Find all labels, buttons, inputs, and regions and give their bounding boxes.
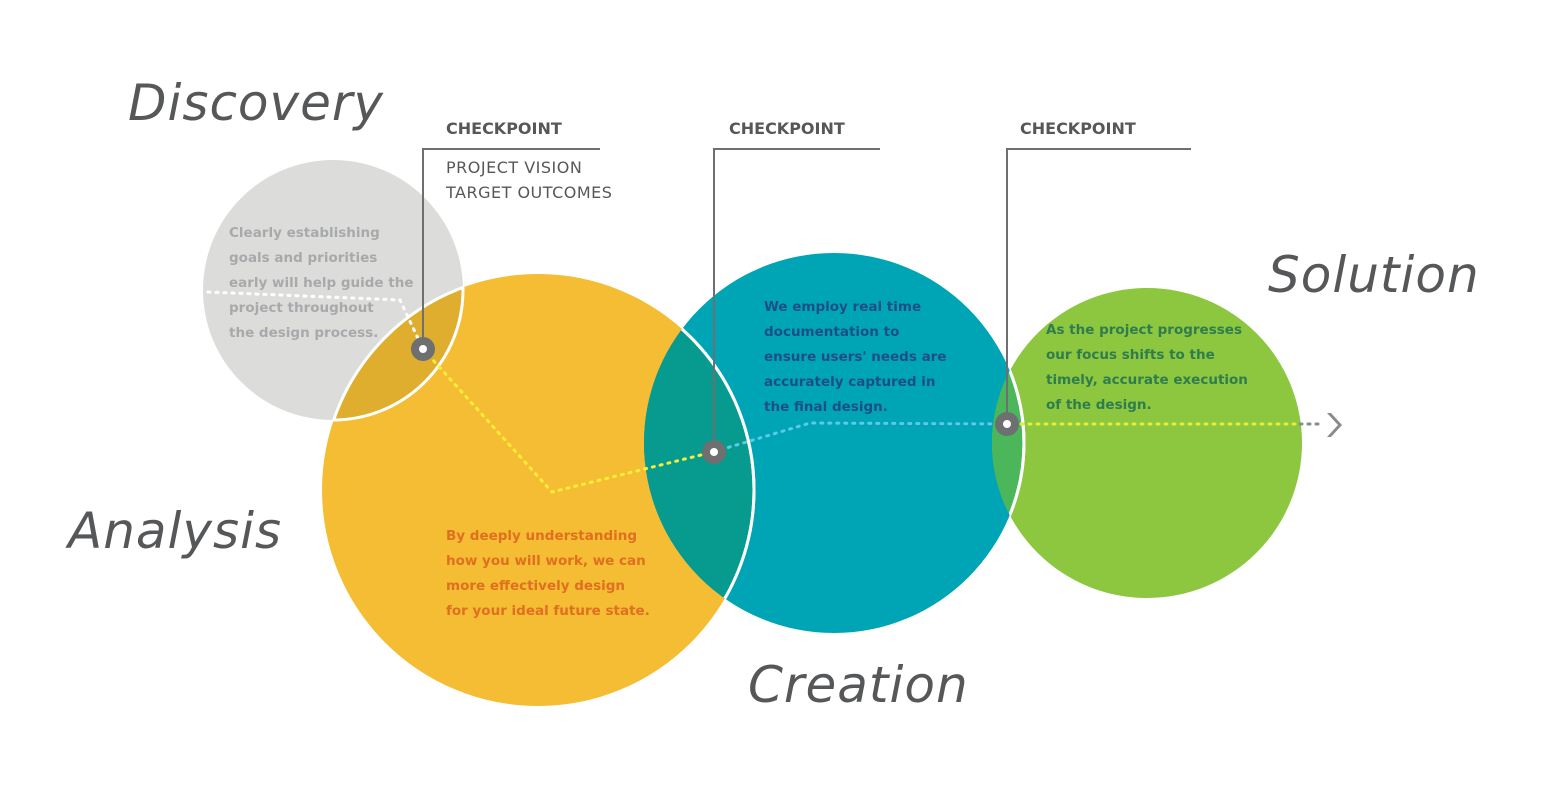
solution-circle bbox=[992, 288, 1302, 598]
journey-path-3 bbox=[711, 421, 1007, 454]
checkpoint-1-item: PROJECT VISION bbox=[446, 158, 582, 177]
solution-description-line: timely, accurate execution bbox=[1046, 372, 1248, 388]
phase-title-analysis: Analysis bbox=[65, 502, 282, 560]
analysis-description-line: for your ideal future state. bbox=[446, 603, 650, 619]
journey-path-2 bbox=[421, 347, 715, 494]
phase-title-creation: Creation bbox=[748, 656, 969, 714]
discovery-description-line: early will help guide the bbox=[229, 275, 414, 291]
checkpoint-1-item: TARGET OUTCOMES bbox=[445, 183, 612, 202]
checkpoint-1-title: CHECKPOINT bbox=[446, 119, 562, 138]
analysis-description-line: By deeply understanding bbox=[446, 528, 637, 544]
checkpoint-1-leader bbox=[422, 148, 600, 349]
creation-description-line: ensure users' needs are bbox=[764, 349, 947, 365]
creation-description-line: the final design. bbox=[764, 399, 888, 415]
discovery-description-line: Clearly establishing bbox=[229, 225, 380, 241]
creation-description-line: We employ real time bbox=[764, 299, 921, 315]
phase-title-solution: Solution bbox=[1268, 246, 1480, 304]
analysis-description-line: how you will work, we can bbox=[446, 553, 646, 569]
solution-description-line: As the project progresses bbox=[1046, 322, 1242, 338]
discovery-description-line: project throughout bbox=[229, 300, 374, 316]
chevron-right-icon bbox=[1327, 413, 1342, 437]
checkpoint-1-marker bbox=[411, 337, 435, 361]
discovery-description-line: goals and priorities bbox=[229, 250, 377, 266]
journey-path-1 bbox=[206, 290, 425, 351]
creation-description-line: documentation to bbox=[764, 324, 899, 340]
analysis-description-line: more effectively design bbox=[446, 578, 625, 594]
lens-outline bbox=[644, 272, 756, 633]
checkpoint-3-title: CHECKPOINT bbox=[1020, 119, 1136, 138]
checkpoint-2-marker bbox=[702, 440, 726, 464]
solution-description-line: of the design. bbox=[1046, 397, 1152, 413]
analysis-circle bbox=[322, 274, 754, 706]
checkpoint-3-marker bbox=[995, 412, 1019, 436]
phase-title-discovery: Discovery bbox=[128, 74, 384, 132]
discovery-description-line: the design process. bbox=[229, 325, 378, 341]
solution-description-line: our focus shifts to the bbox=[1046, 347, 1215, 363]
creation-description-line: accurately captured in bbox=[764, 374, 936, 390]
lens-outline bbox=[992, 288, 1026, 598]
checkpoint-2-leader bbox=[713, 148, 880, 452]
checkpoint-2-title: CHECKPOINT bbox=[729, 119, 845, 138]
checkpoint-3-leader bbox=[1006, 148, 1191, 424]
